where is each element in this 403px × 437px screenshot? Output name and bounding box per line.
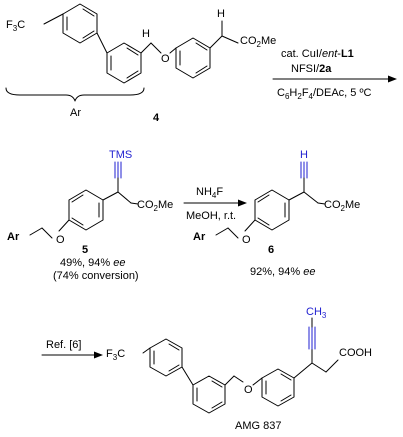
step2-arrow-group: NH4F MeOH, r.t. <box>183 186 247 222</box>
step1-condition-2: NFSI/2a <box>291 63 332 75</box>
c4-ester-label: CO2Me <box>240 35 276 49</box>
c6-ar-label: Ar <box>193 231 206 243</box>
c5-yield: 49%, 94% ee <box>60 257 125 269</box>
compound-4-structure: F3C H O H CO2Me Ar 4 <box>5 3 276 124</box>
c6-ether-o-label: O <box>242 234 251 246</box>
compound-6-structure: H CO2Me O Ar 6 92%, 94% ee <box>193 149 360 278</box>
amg837-structure: F3C O CH3 COOH AMG 837 <box>106 306 372 432</box>
c6-ester-label: CO2Me <box>324 199 360 213</box>
amg-cf3-label: F3C <box>106 348 125 362</box>
ch3-label: CH3 <box>306 306 327 320</box>
vinyl-h-label: H <box>217 8 225 20</box>
compound-5-structure: TMS CO2Me O Ar 5 49%, 94% ee (74% conver… <box>7 149 173 282</box>
step3-condition: Ref. [6] <box>46 339 81 351</box>
step2-condition-2: MeOH, r.t. <box>186 210 236 222</box>
terminal-h-label: H <box>300 149 308 161</box>
ar-brace-label: Ar <box>70 107 81 119</box>
c5-ester-label: CO2Me <box>137 199 173 213</box>
ch2-h-label: H <box>142 28 150 40</box>
tms-label: TMS <box>109 149 132 161</box>
compound-6-label: 6 <box>268 244 274 256</box>
c6-yield: 92%, 94% ee <box>250 266 315 278</box>
step2-condition-1: NH4F <box>196 186 223 200</box>
ether-o-label: O <box>161 53 170 65</box>
compound-5-label: 5 <box>82 244 88 256</box>
step1-condition-3: C6H2F4/DEAc, 5 ºC <box>277 87 371 101</box>
c5-ether-o-label: O <box>56 234 65 246</box>
cooh-label: COOH <box>339 347 372 359</box>
step1-condition-1: cat. CuI/ent-L1 <box>281 48 354 60</box>
step1-arrow-group: cat. CuI/ent-L1 NFSI/2a C6H2F4/DEAc, 5 º… <box>272 48 397 101</box>
amg-ether-o-label: O <box>244 384 253 396</box>
step3-arrow-group: Ref. [6] <box>41 339 103 359</box>
c5-conversion: (74% conversion) <box>53 270 139 282</box>
c5-ar-label: Ar <box>7 231 20 243</box>
compound-4-label: 4 <box>153 112 160 124</box>
cf3-label: F3C <box>6 19 25 33</box>
amg837-label: AMG 837 <box>235 420 281 432</box>
ar-brace <box>5 87 145 102</box>
